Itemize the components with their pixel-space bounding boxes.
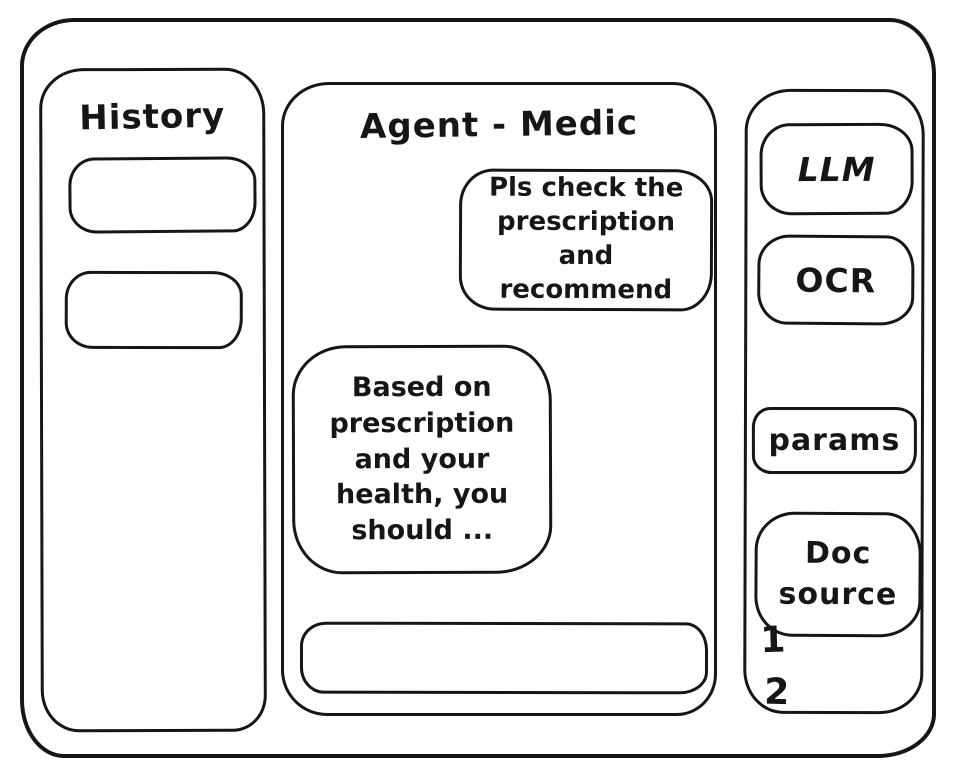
agent-message-bubble: Based on prescription and your health, y… [291,344,553,575]
ocr-button[interactable]: OCR [756,234,915,326]
doc-list-item[interactable]: 1 [759,619,787,662]
history-panel-title: History [78,95,226,139]
user-message-bubble: Pls check the prescription and recommend [458,168,714,312]
tools-panel: LLM OCR params Doc source 1 2 [743,88,925,715]
doc-list-item[interactable]: 2 [763,671,790,714]
history-item[interactable] [68,156,257,234]
chat-panel-title: Agent - Medic [359,103,639,147]
params-button[interactable]: params [751,406,917,475]
agent-message-text: Based on prescription and your health, y… [329,372,515,547]
message-input[interactable] [299,621,709,695]
llm-button[interactable]: LLM [759,122,914,216]
history-panel: History [39,67,267,733]
user-message-text: Pls check the prescription and recommend [488,173,684,306]
history-item[interactable] [64,270,243,350]
window-frame: History Agent - Medic Pls check the pres… [20,18,936,758]
chat-panel: Agent - Medic Pls check the prescription… [281,82,717,716]
